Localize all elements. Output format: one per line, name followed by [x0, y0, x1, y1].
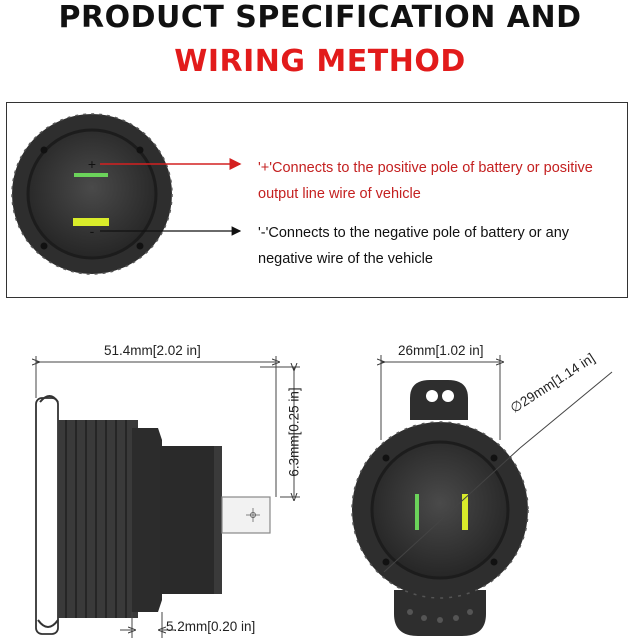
positive-description-line: '+'Connects to the positive pole of batt…	[258, 160, 593, 176]
socket-front-view-top: + -	[11, 113, 173, 275]
socket-side-view	[35, 395, 271, 635]
screw-hole-icon	[382, 558, 390, 566]
terminal-height-label: 6.3mm[0.25 in]	[286, 387, 302, 477]
screw-hole-icon	[490, 454, 498, 462]
socket-face	[26, 128, 158, 260]
screw-hole-icon	[40, 146, 48, 154]
negative-description-line: '-'Connects to the negative pole of batt…	[258, 225, 570, 241]
flange-thickness-label: 5.2mm[0.20 in]	[166, 619, 256, 634]
socket-face	[370, 440, 510, 580]
positive-wiring-description: '+'Connects to the positive pole of batt…	[258, 155, 593, 207]
screw-hole-icon	[40, 242, 48, 250]
positive-description-line: output line wire of vehicle	[258, 186, 421, 202]
wiring-diagram-box	[6, 102, 628, 298]
negative-indicator	[462, 494, 468, 530]
socket-front-view-dimensioned	[351, 380, 529, 636]
side-view-dimensions	[36, 356, 300, 638]
negative-wiring-description: '-'Connects to the negative pole of batt…	[258, 220, 569, 272]
positive-indicator	[74, 173, 108, 177]
front-view-dimensions	[381, 355, 613, 573]
negative-indicator	[73, 218, 109, 226]
positive-symbol: +	[88, 156, 96, 172]
page-subtitle: WIRING METHOD	[174, 44, 466, 79]
face-width-label: 26mm[1.02 in]	[398, 343, 484, 358]
screw-hole-icon	[490, 558, 498, 566]
negative-symbol: -	[90, 223, 95, 239]
page-title: PRODUCT SPECIFICATION AND	[58, 0, 582, 35]
total-length-label: 51.4mm[2.02 in]	[104, 343, 201, 358]
negative-description-line: negative wire of the vehicle	[258, 251, 433, 267]
positive-indicator	[415, 494, 419, 530]
screw-hole-icon	[136, 242, 144, 250]
screw-hole-icon	[382, 454, 390, 462]
screw-hole-icon	[136, 146, 144, 154]
